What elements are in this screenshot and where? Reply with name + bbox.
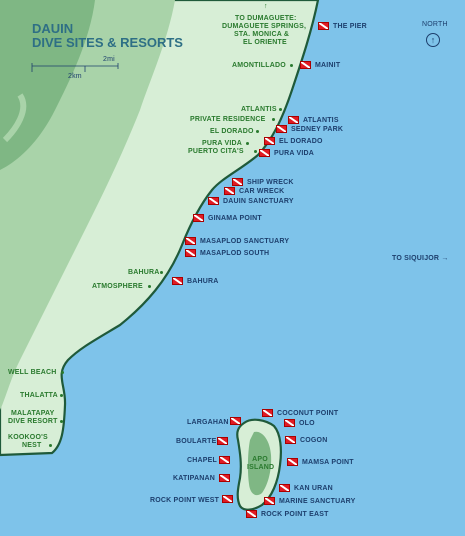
dive-flag-icon	[300, 61, 311, 69]
dive-site-masaplod-south: MASAPLOD SOUTH	[200, 250, 270, 257]
dive-site-boularte: BOULARTE	[176, 438, 217, 445]
resort-malatapay-line1: MALATAPAY	[11, 410, 55, 417]
dive-flag-icon	[262, 409, 273, 417]
dive-flag-icon	[224, 187, 235, 195]
dive-flag-icon	[185, 249, 196, 257]
dive-flag-icon	[246, 510, 257, 518]
dive-site-sedney-park: SEDNEY PARK	[291, 126, 344, 133]
dive-flag-icon	[217, 437, 228, 445]
to-dumaguete-line4: EL ORIENTE	[243, 39, 287, 46]
dive-site-rock-point-west: ROCK POINT WEST	[150, 497, 220, 504]
apo-island-hill	[247, 431, 272, 496]
dive-flag-icon	[219, 474, 230, 482]
dive-site-ship-wreck: SHIP WRECK	[247, 179, 294, 186]
resort-dot	[49, 444, 52, 447]
dive-site-coconut-point: COCONUT POINT	[277, 410, 339, 417]
dive-flag-icon	[222, 495, 233, 503]
dive-site-kan-uran: KAN URAN	[294, 485, 333, 492]
dive-flag-icon	[279, 484, 290, 492]
dive-site-masaplod-sanctuary: MASAPLOD SANCTUARY	[200, 238, 290, 245]
map-title-line2: DIVE SITES & RESORTS	[32, 35, 183, 50]
to-dumaguete-line2: DUMAGUETE SPRINGS,	[222, 23, 307, 30]
north-label: NORTH	[422, 21, 448, 28]
dive-flag-icon	[172, 277, 183, 285]
resort-dot	[148, 285, 151, 288]
resort-bahura: BAHURA	[128, 269, 160, 276]
dive-flag-icon	[193, 214, 204, 222]
dive-site-car-wreck: CAR WRECK	[239, 188, 285, 195]
dive-site-cogon: COGON	[300, 437, 328, 444]
dive-flag-icon	[264, 137, 275, 145]
dive-site-largahan: LARGAHAN	[187, 419, 229, 426]
resort-dot	[290, 64, 293, 67]
resort-dot	[256, 130, 259, 133]
dive-site-mainit: MAINIT	[315, 62, 341, 69]
dive-flag-icon	[230, 417, 241, 425]
resort-kookoos-line2: NEST	[22, 442, 42, 449]
scale-bar	[31, 63, 119, 72]
dive-site-mamsa-point: MAMSA POINT	[302, 459, 354, 466]
north-arrow-icon: ↑	[426, 33, 440, 47]
dive-site-the-pier: THE PIER	[333, 23, 367, 30]
dive-site-rock-point-east: ROCK POINT EAST	[261, 511, 329, 518]
dive-site-atlantis: ATLANTIS	[303, 117, 339, 124]
to-dumaguete-line3: STA. MONICA &	[234, 31, 290, 38]
dive-site-bahura: BAHURA	[187, 278, 219, 285]
dive-site-ginama-point: GINAMA POINT	[208, 215, 262, 222]
dive-flag-icon	[232, 178, 243, 186]
dive-flag-icon	[259, 149, 270, 157]
resort-dot	[160, 271, 163, 274]
resort-dot	[246, 142, 249, 145]
dive-site-olo: OLO	[299, 420, 315, 427]
apo-island-line1: APO	[252, 456, 268, 463]
resort-el-dorado: EL DORADO	[210, 128, 254, 135]
dive-site-pura-vida: PURA VIDA	[274, 150, 315, 157]
resort-amontillado: AMONTILLADO	[232, 62, 286, 69]
map-title-line1: DAUIN	[32, 21, 74, 36]
apo-island-line2: ISLAND	[247, 464, 275, 471]
map-title: DAUIN DIVE SITES & RESORTS	[32, 22, 183, 50]
dive-flag-icon	[318, 22, 329, 30]
dive-flag-icon	[284, 419, 295, 427]
resort-dot	[60, 394, 63, 397]
dive-flag-icon	[287, 458, 298, 466]
resort-puerto-citas: PUERTO CITA'S	[188, 148, 244, 155]
mountain-ridge	[2, 93, 27, 143]
apo-island-label: APO ISLAND	[247, 456, 274, 472]
resort-atmosphere: ATMOSPHERE	[92, 283, 143, 290]
resort-dot	[272, 118, 275, 121]
dive-flag-icon	[288, 116, 299, 124]
resort-dot	[61, 371, 64, 374]
resort-malatapay-line2: DIVE RESORT	[8, 418, 58, 425]
dive-flag-icon	[185, 237, 196, 245]
resort-dot	[60, 420, 63, 423]
resort-kookoos-line1: KOOKOO'S	[8, 434, 48, 441]
dive-site-marine-sanctuary: MARINE SANCTUARY	[279, 498, 356, 505]
resort-well-beach: WELL BEACH	[8, 369, 57, 376]
resort-dot	[279, 108, 282, 111]
dive-site-dauin-sanctuary: DAUIN SANCTUARY	[223, 198, 294, 205]
resort-pura-vida: PURA VIDA	[202, 140, 243, 147]
to-siquijor-label: TO SIQUIJOR →	[392, 255, 449, 262]
dive-site-chapel: CHAPEL	[187, 457, 217, 464]
dive-flag-icon	[276, 125, 287, 133]
mountain	[0, 0, 95, 170]
scale-miles-label: 2mi	[103, 56, 115, 63]
to-dumaguete-line1: TO DUMAGUETE:	[235, 15, 297, 22]
dive-flag-icon	[208, 197, 219, 205]
resort-private-residence: PRIVATE RESIDENCE	[190, 116, 266, 123]
resort-thalatta: THALATTA	[20, 392, 58, 399]
up-arrow-icon: ↑	[264, 3, 268, 10]
dive-flag-icon	[219, 456, 230, 464]
resort-atlantis: ATLANTIS	[241, 106, 277, 113]
scale-km-label: 2km	[68, 73, 82, 80]
dive-site-katipanan: KATIPANAN	[173, 475, 215, 482]
dive-site-el-dorado: EL DORADO	[279, 138, 323, 145]
resort-dot	[254, 150, 257, 153]
dive-flag-icon	[285, 436, 296, 444]
dive-flag-icon	[264, 497, 275, 505]
